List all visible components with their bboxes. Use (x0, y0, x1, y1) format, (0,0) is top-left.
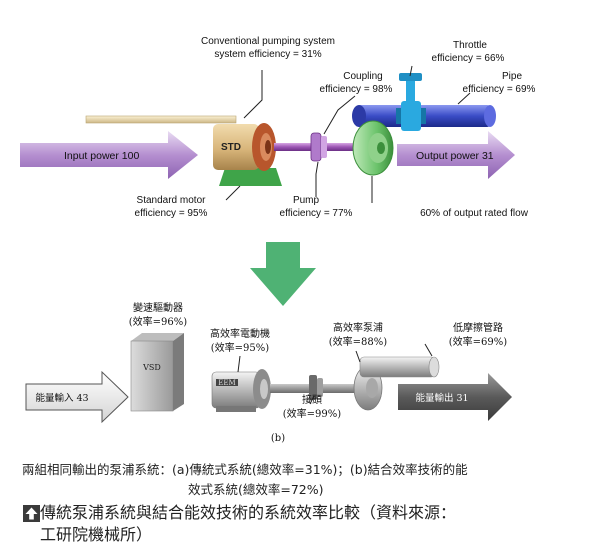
up-arrow-icon (23, 505, 40, 522)
throttle-valve (406, 77, 415, 111)
efficient-system-diagram: 變速驅動器 (效率=96%) VSD 高效率電動機 (效率=95%) EEM 高… (25, 301, 512, 444)
pipe-b (359, 356, 436, 378)
vsd-label-line1: 變速驅動器 (133, 301, 183, 314)
down-arrow-icon (250, 242, 316, 306)
vsd-label-line2: (效率=96%) (129, 315, 188, 328)
title-line2: system efficiency = 31% (214, 49, 321, 60)
flow-note: 60% of output rated flow (420, 208, 529, 219)
output-power-arrow (397, 131, 515, 179)
pipe-label-line1: Pipe (502, 71, 522, 82)
pump-b-label-line2: (效率=88%) (329, 335, 388, 348)
vsd-box-label: VSD (142, 363, 161, 372)
throttle-label-line1: Throttle (453, 40, 487, 51)
eem-box-label: EEM (218, 379, 235, 387)
pipe-b-label-line2: (效率=69%) (449, 335, 508, 348)
caption-line1: 兩組相同輸出的泵浦系統：(a)傳統式系統(總效率=31%)；(b)結合效率技術的… (22, 462, 468, 477)
pipe-label-line2: efficiency = 69% (463, 84, 536, 95)
callout-lines (225, 65, 471, 203)
energy-input-arrow (25, 370, 129, 424)
energy-input-label: 能量輸入 43 (35, 392, 88, 404)
eem-label-line1: 高效率電動機 (210, 327, 270, 340)
std-label: STD (221, 142, 241, 153)
vsd-box-side (173, 333, 184, 411)
pump-label-line1: Pump (293, 195, 320, 206)
eem-motor (211, 371, 261, 409)
motor-label-line2: efficiency = 95% (135, 208, 208, 219)
coupling-label-line1: Coupling (343, 71, 382, 82)
motor-rod (85, 115, 237, 124)
input-power-arrow (20, 131, 198, 179)
motor-label-line1: Standard motor (137, 195, 207, 206)
panel-b-label: (b) (271, 433, 285, 444)
pipe-b-label-line1: 低摩擦管路 (453, 321, 503, 334)
vsd-box-top (131, 333, 184, 341)
footer-line2: 工研院機械所） (40, 525, 153, 544)
pump-b-label-line1: 高效率泵浦 (333, 321, 383, 334)
title-line1: Conventional pumping system (201, 36, 335, 47)
vsd-box (130, 340, 174, 412)
energy-output-label: 能量輸出 31 (415, 392, 468, 404)
coupling-b-label-line1: 接頭 (302, 393, 322, 406)
energy-output-arrow (398, 373, 512, 421)
coupling (310, 132, 322, 162)
footer-line1: 傳統泵浦系統與結合能效技術的系統效率比較（資料來源： (40, 503, 457, 522)
standard-motor (213, 124, 259, 170)
motor-base (219, 168, 282, 186)
coupling-b (309, 375, 317, 400)
caption-line2: 效式系統(總效率=72%) (188, 482, 324, 497)
pump-label-line2: efficiency = 77% (280, 208, 353, 219)
input-power-label: Input power 100 (64, 150, 139, 162)
throttle-label-line2: efficiency = 66% (432, 53, 505, 64)
eem-label-line2: (效率=95%) (211, 341, 270, 354)
coupling-label-line2: efficiency = 98% (320, 84, 393, 95)
callout-lines-b (237, 343, 433, 405)
coupling-b-label-line2: (效率=99%) (283, 407, 342, 420)
figure-source-note: 傳統泵浦系統與結合能效技術的系統效率比較（資料來源： 工研院機械所） (40, 502, 596, 546)
figure-caption: 兩組相同輸出的泵浦系統：(a)傳統式系統(總效率=31%)；(b)結合效率技術的… (22, 460, 592, 500)
output-power-label: Output power 31 (416, 150, 494, 162)
conventional-system-diagram: Conventional pumping system system effic… (20, 36, 536, 219)
